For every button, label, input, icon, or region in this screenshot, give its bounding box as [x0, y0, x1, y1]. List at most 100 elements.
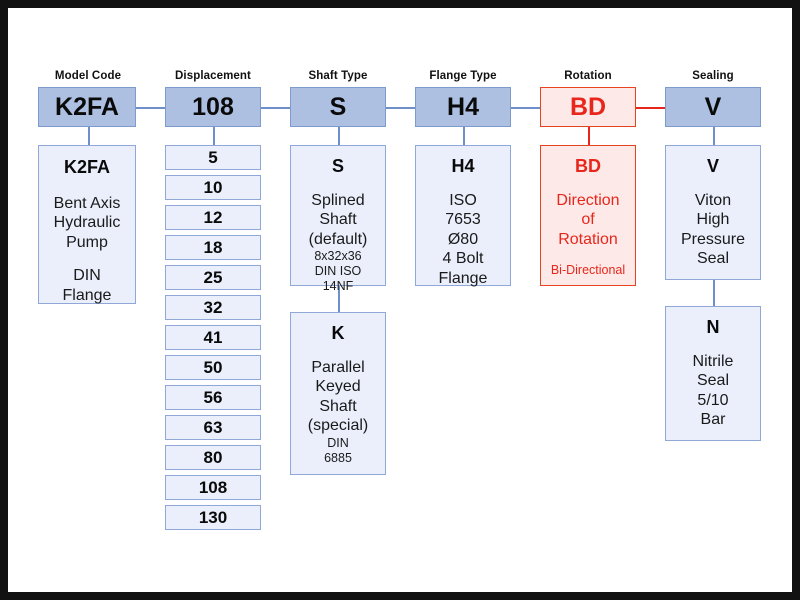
selected-code-model-code[interactable]: K2FA	[38, 87, 136, 127]
option-description: ISO 7653 Ø80 4 Bolt Flange	[439, 191, 488, 289]
option-code: 50	[203, 357, 223, 377]
connector-model-to-displacement	[136, 107, 165, 109]
selected-code-sealing[interactable]: V	[665, 87, 761, 127]
option-box-shaft-type-s[interactable]: S Splined Shaft (default) 8x32x36 DIN IS…	[290, 145, 386, 293]
option-box-displacement-12[interactable]: 130	[165, 505, 261, 530]
option-box-displacement-6[interactable]: 41	[165, 325, 261, 350]
desc-line: Shaft	[319, 397, 357, 415]
column-title-displacement: Displacement	[175, 70, 251, 82]
desc-line: Viton	[694, 191, 732, 209]
option-description: Nitrile Seal 5/10 Bar	[693, 352, 734, 430]
drop-sealing	[713, 123, 715, 145]
selected-code-label: V	[704, 92, 722, 121]
connector-rotation-to-sealing	[636, 107, 665, 109]
option-code: S	[331, 156, 344, 176]
option-code: V	[706, 156, 719, 176]
fine-line: 6885	[324, 450, 352, 465]
option-code: 32	[203, 297, 223, 317]
column-title-flange-type: Flange Type	[429, 70, 497, 82]
option-box-sealing-n[interactable]: N Nitrile Seal 5/10 Bar	[665, 306, 761, 441]
option-box-displacement-2[interactable]: 12	[165, 205, 261, 230]
drop-flange-type	[463, 123, 465, 145]
option-description: Direction of Rotation	[556, 191, 619, 250]
option-box-shaft-type-k[interactable]: K Parallel Keyed Shaft (special) DIN 688…	[290, 312, 386, 475]
desc-line: (default)	[308, 230, 368, 248]
fine-line: DIN	[327, 435, 349, 450]
desc-line: Bent Axis	[53, 194, 121, 212]
option-code: BD	[575, 156, 601, 176]
desc-line: (special)	[307, 417, 369, 435]
option-code: 12	[203, 207, 223, 227]
option-box-displacement-5[interactable]: 32	[165, 295, 261, 320]
connector-shaft-to-flange	[386, 107, 415, 109]
option-box-displacement-4[interactable]: 25	[165, 265, 261, 290]
desc-line: Direction	[556, 191, 620, 209]
option-box-displacement-11[interactable]: 108	[165, 475, 261, 500]
option-box-displacement-7[interactable]: 50	[165, 355, 261, 380]
option-description: Viton High Pressure Seal	[681, 191, 745, 269]
selected-code-label: S	[329, 92, 347, 121]
option-box-flange-type-h4[interactable]: H4 ISO 7653 Ø80 4 Bolt Flange	[415, 145, 511, 289]
desc-line: Flange	[438, 269, 488, 287]
option-code: 41	[203, 327, 223, 347]
option-fine-print: DIN 6885	[324, 436, 352, 466]
option-fine-print: Bi-Directional	[551, 263, 625, 278]
option-description: Parallel Keyed Shaft (special)	[308, 358, 368, 436]
option-box-rotation-bd[interactable]: BD Direction of Rotation Bi-Directional	[540, 145, 636, 286]
option-box-model-code-k2fa[interactable]: K2FA Bent Axis Hydraulic Pump DIN Flange	[38, 145, 136, 304]
desc-line: 5/10	[697, 391, 729, 409]
connector-sealing-v-to-n	[713, 280, 715, 306]
fine-line: Bi-Directional	[550, 263, 626, 278]
column-title-shaft-type: Shaft Type	[308, 70, 368, 82]
option-code: H4	[451, 156, 475, 176]
fine-line: 14NF	[322, 279, 354, 294]
desc-line: Rotation	[558, 230, 618, 248]
selected-code-displacement[interactable]: 108	[165, 87, 261, 127]
connector-shaft-s-to-k	[338, 286, 340, 312]
desc-line: Hydraulic	[53, 214, 121, 232]
option-box-displacement-3[interactable]: 18	[165, 235, 261, 260]
option-code: 108	[198, 477, 228, 497]
option-code: 10	[203, 177, 223, 197]
option-box-displacement-8[interactable]: 56	[165, 385, 261, 410]
option-box-displacement-9[interactable]: 63	[165, 415, 261, 440]
option-code: K	[331, 323, 345, 343]
option-box-displacement-10[interactable]: 80	[165, 445, 261, 470]
option-extra: DIN Flange	[63, 266, 112, 305]
desc-line: Seal	[696, 372, 729, 390]
selected-code-label: BD	[569, 92, 607, 121]
selected-code-shaft-type[interactable]: S	[290, 87, 386, 127]
extra-line: DIN	[73, 267, 101, 285]
extra-line: Flange	[62, 286, 112, 304]
desc-line: Ø80	[447, 230, 479, 248]
option-box-displacement-1[interactable]: 10	[165, 175, 261, 200]
desc-line: Splined	[311, 191, 365, 209]
desc-line: Keyed	[315, 378, 361, 396]
option-box-displacement-0[interactable]: 5	[165, 145, 261, 170]
desc-line: Bar	[700, 411, 726, 429]
desc-line: Seal	[696, 250, 730, 268]
column-title-rotation: Rotation	[564, 70, 612, 82]
option-code: 56	[203, 387, 223, 407]
column-title-model-code: Model Code	[54, 70, 122, 82]
option-code: 80	[203, 447, 223, 467]
selected-code-label: K2FA	[55, 92, 119, 121]
option-code: K2FA	[63, 157, 110, 177]
option-fine-print: 8x32x36 DIN ISO 14NF	[314, 249, 361, 294]
selected-code-flange-type[interactable]: H4	[415, 87, 511, 127]
desc-line: Nitrile	[692, 352, 734, 370]
desc-line: Parallel	[311, 358, 365, 376]
option-box-sealing-v[interactable]: V Viton High Pressure Seal	[665, 145, 761, 280]
drop-shaft-type	[338, 123, 340, 145]
drop-displacement	[213, 123, 215, 145]
selected-code-rotation[interactable]: BD	[540, 87, 636, 127]
option-code: 130	[198, 507, 228, 527]
fine-line: DIN ISO	[314, 264, 362, 279]
desc-line: of	[581, 211, 595, 229]
selected-code-label: 108	[192, 92, 234, 121]
option-code: 18	[203, 237, 223, 257]
option-code: N	[706, 317, 720, 337]
selected-code-label: H4	[447, 92, 479, 121]
desc-line: 4 Bolt	[442, 250, 484, 268]
connector-flange-to-rotation	[511, 107, 540, 109]
